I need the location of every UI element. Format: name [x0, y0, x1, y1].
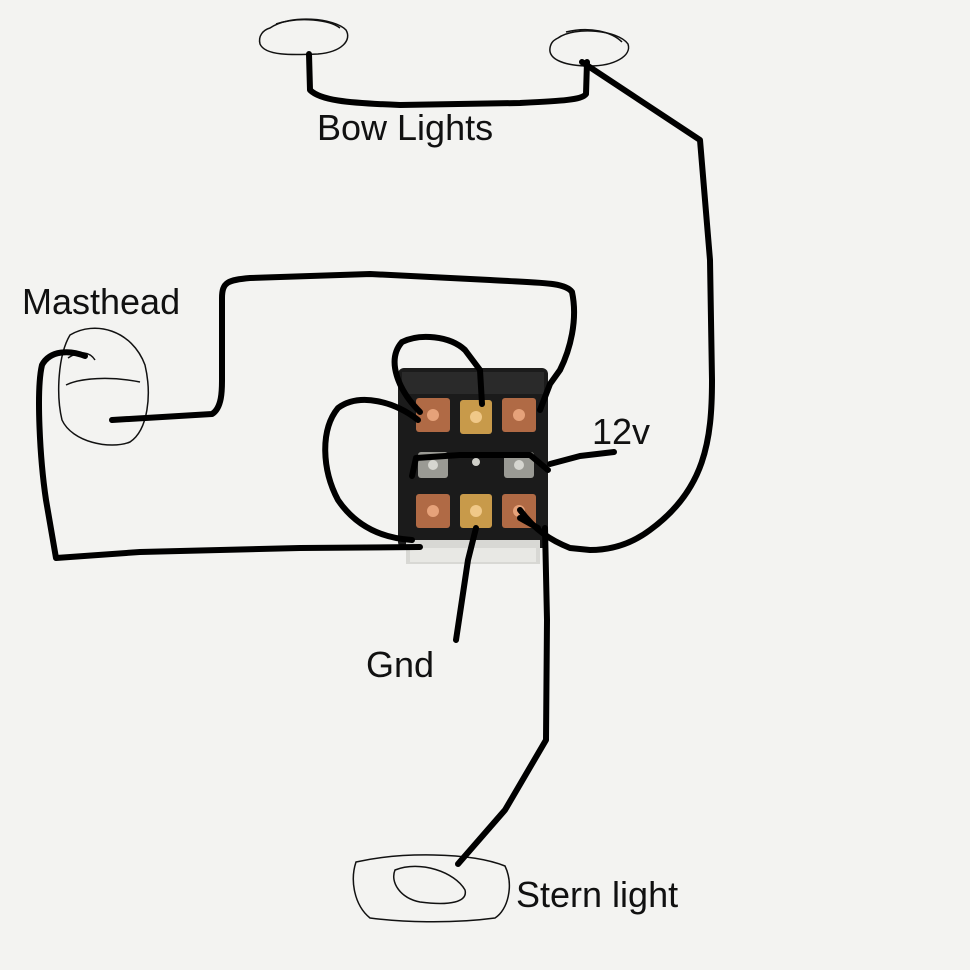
- wire-bus-middle: [409, 452, 551, 479]
- masthead-label: Masthead: [22, 281, 181, 322]
- stern-light-label: Stern light: [516, 874, 679, 915]
- wire-bow-link: [306, 51, 590, 108]
- wire-masthead-ground: [36, 349, 423, 561]
- wire-jumper-top: [391, 333, 485, 415]
- wire-jumper-left: [322, 397, 421, 543]
- wire-stern: [455, 525, 550, 867]
- stern-light: [352, 854, 510, 923]
- wire-masthead-feed: [109, 271, 578, 423]
- wire-gnd: [453, 525, 479, 643]
- wire-bow-to-switch: [517, 59, 715, 553]
- wire-12v: [547, 449, 617, 467]
- bow-light-left: [258, 18, 349, 56]
- masthead-light: [58, 327, 149, 446]
- wire-pin-bottom-right: [517, 515, 541, 531]
- power-12v-label: 12v: [592, 411, 651, 452]
- ground-label: Gnd: [366, 644, 435, 685]
- wires: [36, 51, 715, 867]
- bow-lights-label: Bow Lights: [317, 107, 494, 148]
